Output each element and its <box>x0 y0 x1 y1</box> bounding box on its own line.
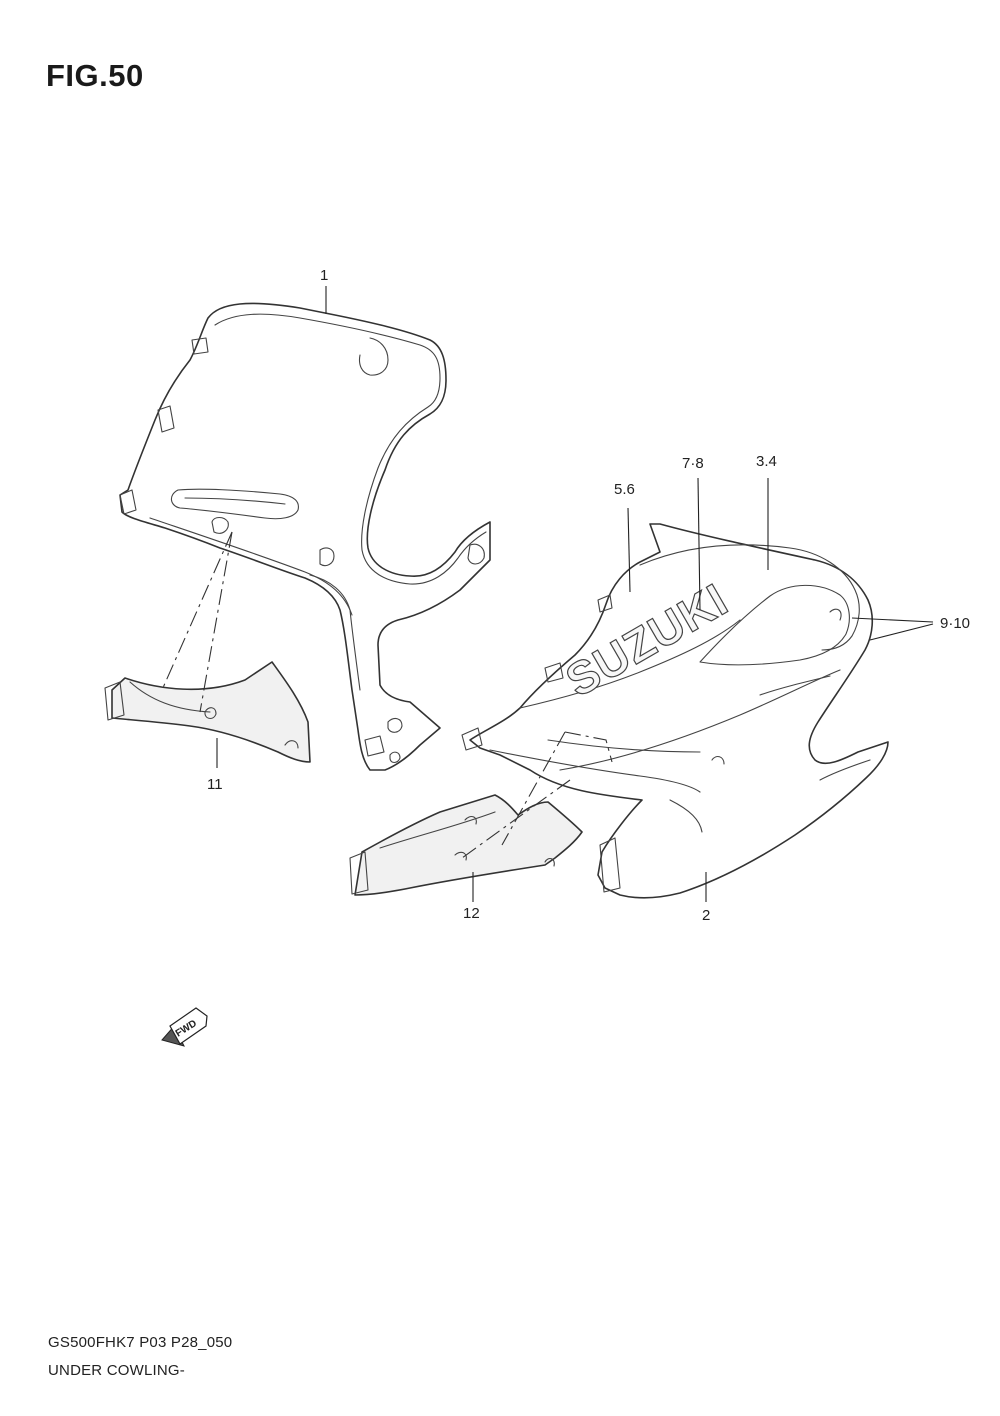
callout-2: 2 <box>702 907 711 924</box>
callout-11: 11 <box>207 776 223 793</box>
part-11-inner-panel <box>104 661 311 763</box>
callout-9-10: 9·10 <box>940 615 971 632</box>
callout-5-6: 5.6 <box>614 481 635 498</box>
figure-title: FIG.50 <box>46 58 144 93</box>
callout-3-4: 3.4 <box>756 453 777 470</box>
part-12-lower-panel <box>349 794 583 896</box>
callout-1: 1 <box>320 267 329 284</box>
fwd-arrow-icon: FWD <box>161 1007 208 1047</box>
leader-lines <box>161 286 934 902</box>
callout-7-8: 7·8 <box>682 455 704 472</box>
model-code: GS500FHK7 P03 P28_050 <box>48 1334 233 1351</box>
section-name: UNDER COWLING- <box>48 1362 185 1379</box>
part-1-inner-cowling <box>119 302 491 771</box>
callout-12: 12 <box>463 905 480 922</box>
